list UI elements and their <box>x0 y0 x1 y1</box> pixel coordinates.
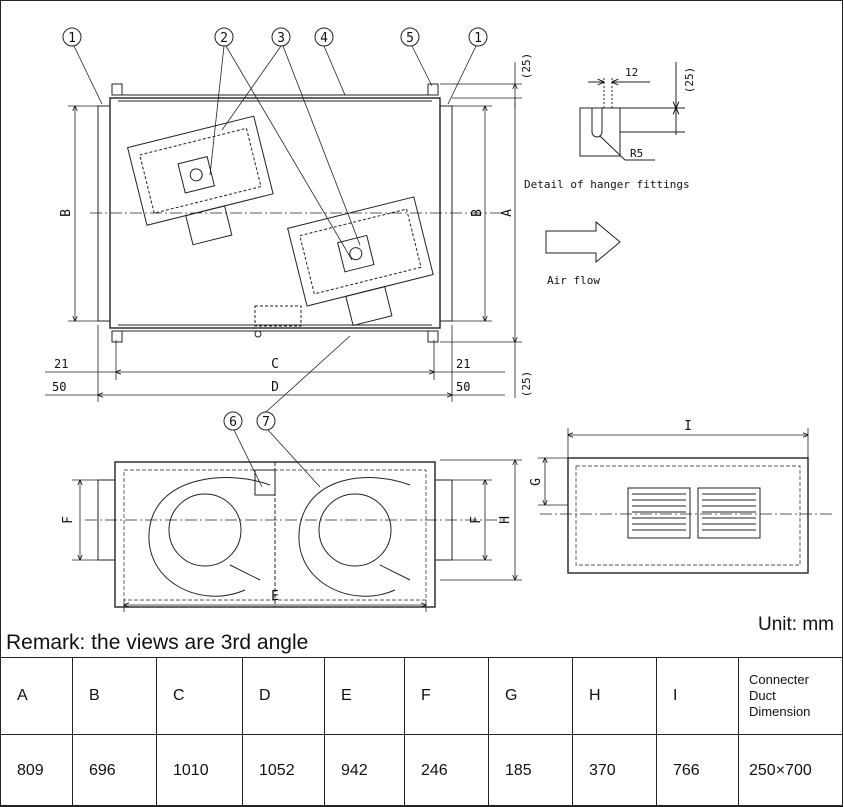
hanger-detail-labels: 12 (25) R5 Detail of hanger fittings <box>524 66 696 191</box>
left-duct-collar <box>97 105 111 322</box>
dim-21-right: 21 <box>456 357 470 371</box>
table-row: 809 696 1010 1052 942 246 185 370 766 25… <box>0 734 843 807</box>
svg-text:5: 5 <box>406 31 414 46</box>
dim-50-right: 50 <box>456 380 470 394</box>
table-header-cell: G <box>488 657 573 735</box>
detail-dim-25: (25) <box>683 67 696 94</box>
dim-21-left: 21 <box>54 357 68 371</box>
hanger-fitting <box>427 83 439 96</box>
fan-grille-icon <box>627 487 761 539</box>
callout-3: 3 <box>271 27 291 47</box>
callout-6: 6 <box>223 411 243 431</box>
airflow-arrow-icon <box>545 220 621 264</box>
remark-text: Remark: the views are 3rd angle <box>6 631 309 654</box>
front-view-dimension-labels: I G <box>529 419 692 486</box>
side-view-dimensions <box>72 460 522 612</box>
dimension-table: A B C D E F G H I Connecter Duct Dimensi… <box>0 657 843 807</box>
svg-text:1: 1 <box>68 31 76 46</box>
table-cell: 185 <box>488 734 573 807</box>
dim-b-left: B <box>59 209 74 217</box>
table-header-cell: B <box>72 657 157 735</box>
hanger-fitting <box>111 330 123 343</box>
svg-text:2: 2 <box>220 31 228 46</box>
hanger-fitting <box>111 83 123 96</box>
top-view-dimensions <box>45 62 522 402</box>
table-header-cell: C <box>156 657 243 735</box>
detail-radius-r5: R5 <box>630 147 643 160</box>
table-header-cell: A <box>0 657 73 735</box>
table-cell: 246 <box>404 734 489 807</box>
callouts: 1 2 3 4 5 1 6 7 <box>62 27 488 431</box>
dim-a: A <box>500 209 515 217</box>
dim-25-top: (25) <box>520 53 533 80</box>
table-cell: 696 <box>72 734 157 807</box>
dim-f-left: F <box>61 516 76 524</box>
dim-d: D <box>271 380 279 395</box>
svg-text:4: 4 <box>320 31 328 46</box>
callout-5: 5 <box>400 27 420 47</box>
dim-i: I <box>684 419 692 434</box>
svg-text:7: 7 <box>262 415 270 430</box>
top-view-dimension-labels: B B A C D 21 21 50 50 (25) (25) <box>52 53 533 398</box>
dim-b-right: B <box>470 209 485 217</box>
callout-7: 7 <box>256 411 276 431</box>
table-cell: 809 <box>0 734 73 807</box>
dim-e: E <box>271 589 279 604</box>
table-cell: 1010 <box>156 734 243 807</box>
hanger-detail <box>579 62 685 161</box>
dim-h: H <box>498 516 513 524</box>
dim-25-bottom: (25) <box>520 371 533 398</box>
dim-g: G <box>529 478 544 486</box>
callout-2: 2 <box>214 27 234 47</box>
right-duct-collar <box>439 105 453 322</box>
technical-drawing: 1 2 3 4 5 1 6 7 <box>45 27 835 612</box>
fan-scroll-2 <box>298 477 411 597</box>
callout-4: 4 <box>314 27 334 47</box>
fan-scroll-1 <box>148 477 271 597</box>
dim-50-left: 50 <box>52 380 66 394</box>
table-cell: 370 <box>572 734 657 807</box>
front-view-dimensions <box>538 428 808 505</box>
callout-1a: 1 <box>62 27 82 47</box>
table-cell: 942 <box>324 734 405 807</box>
svg-text:1: 1 <box>474 31 482 46</box>
side-view-dimension-labels: F F H E <box>61 516 513 604</box>
fan-housing-1 <box>126 115 274 246</box>
table-header-cell: D <box>242 657 325 735</box>
table-cell: 1052 <box>242 734 325 807</box>
airflow-label: Air flow <box>547 274 600 287</box>
front-view <box>540 457 835 574</box>
dim-f-right: F <box>469 516 484 524</box>
table-cell-duct-dimension: 250×700 <box>738 734 843 807</box>
svg-text:6: 6 <box>229 415 237 430</box>
table-header-cell: F <box>404 657 489 735</box>
callout-1b: 1 <box>468 27 488 47</box>
detail-caption: Detail of hanger fittings <box>524 178 690 191</box>
detail-dim-12: 12 <box>625 66 638 79</box>
table-header-duct-dimension: Connecter Duct Dimension <box>738 657 843 735</box>
table-cell: 766 <box>656 734 739 807</box>
side-view <box>85 461 505 608</box>
table-header-cell: E <box>324 657 405 735</box>
top-view <box>90 83 505 343</box>
table-header-cell: H <box>572 657 657 735</box>
table-header-cell: I <box>656 657 739 735</box>
control-box <box>254 305 302 327</box>
hanger-fitting <box>427 330 439 343</box>
table-header-row: A B C D E F G H I Connecter Duct Dimensi… <box>0 657 843 735</box>
unit-label: Unit: mm <box>758 614 834 635</box>
fan-housing-2 <box>287 196 434 327</box>
dim-c: C <box>271 357 279 372</box>
svg-text:3: 3 <box>277 31 285 46</box>
